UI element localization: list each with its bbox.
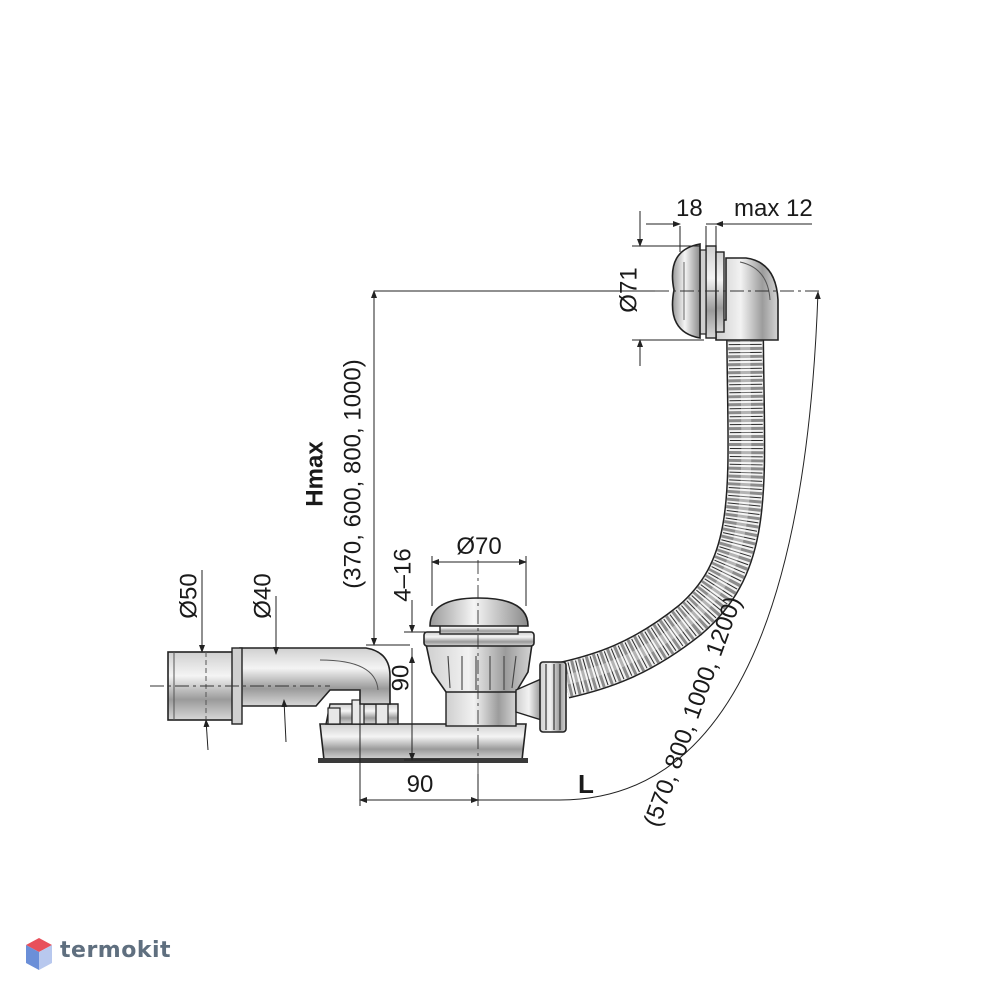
drain-body: [318, 597, 567, 763]
label-hmax-values: (370, 600, 800, 1000): [339, 359, 366, 589]
corrugated-hose: [560, 314, 766, 699]
label-18: 18: [676, 195, 703, 222]
label-hmax: Hmax: [301, 441, 328, 507]
center-lines: [150, 290, 820, 774]
label-l: L: [578, 769, 594, 799]
label-90-horizontal: 90: [407, 771, 434, 798]
label-max-12: max 12: [734, 195, 813, 222]
overflow-head: [671, 243, 779, 341]
label-diameter-71: Ø71: [615, 267, 642, 312]
brand-name: termokit: [60, 938, 172, 963]
label-90-vertical: 90: [387, 665, 414, 692]
label-diameter-40: Ø40: [249, 573, 276, 618]
termokit-logo-icon: [26, 938, 52, 970]
label-diameter-50: Ø50: [175, 573, 202, 618]
label-4-16: 4–16: [389, 548, 416, 601]
label-diameter-70: Ø70: [456, 533, 501, 560]
dimension-lines: [199, 211, 821, 806]
